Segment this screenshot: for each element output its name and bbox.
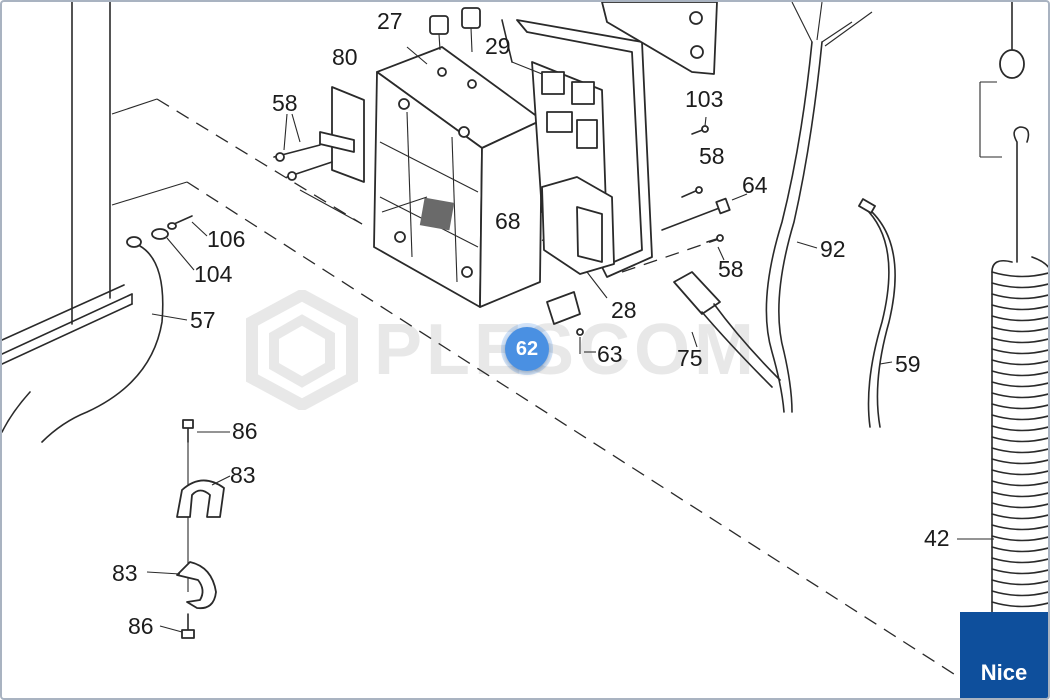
callout-92: 92 <box>820 236 846 262</box>
terminal-block-28 <box>541 176 615 299</box>
hotspot-badge-62[interactable]: 62 <box>505 327 549 371</box>
callout-75: 75 <box>677 345 703 371</box>
control-box-27 <box>299 46 543 308</box>
callout-58-upper-right: 58 <box>699 143 725 169</box>
callout-27: 27 <box>377 8 403 34</box>
glands-top <box>429 7 481 53</box>
callout-57: 57 <box>190 307 216 333</box>
callout-103: 103 <box>685 86 724 112</box>
screws-right <box>661 116 748 261</box>
callout-83-upper: 83 <box>230 462 256 488</box>
spring-42 <box>957 256 1048 619</box>
hooks <box>979 2 1030 263</box>
callout-86-lower: 86 <box>128 613 154 639</box>
callout-42: 42 <box>924 525 950 551</box>
label-plate-80 <box>273 86 365 183</box>
cable-92 <box>765 2 873 413</box>
clamp-assembly-83-86 <box>146 419 231 639</box>
ground-wire-57 <box>41 236 188 443</box>
washer-screw-104-106 <box>151 215 208 271</box>
callout-63: 63 <box>597 341 623 367</box>
left-post <box>2 2 133 433</box>
callout-29: 29 <box>485 33 511 59</box>
brand-logo: Nice <box>960 612 1048 698</box>
callout-86-upper: 86 <box>232 418 258 444</box>
callout-68: 68 <box>495 208 521 234</box>
callout-83-lower: 83 <box>112 560 138 586</box>
callout-106: 106 <box>207 226 246 252</box>
callout-80: 80 <box>332 44 358 70</box>
top-cover <box>601 2 718 75</box>
wire-59 <box>858 198 896 428</box>
callout-28: 28 <box>611 297 637 323</box>
callout-59: 59 <box>895 351 921 377</box>
callout-58-lower-right: 58 <box>718 256 744 282</box>
callout-58-left: 58 <box>272 90 298 116</box>
callout-104: 104 <box>194 261 233 287</box>
connector-75 <box>673 271 781 388</box>
clip-63 <box>546 291 596 354</box>
callout-64: 64 <box>742 172 768 198</box>
